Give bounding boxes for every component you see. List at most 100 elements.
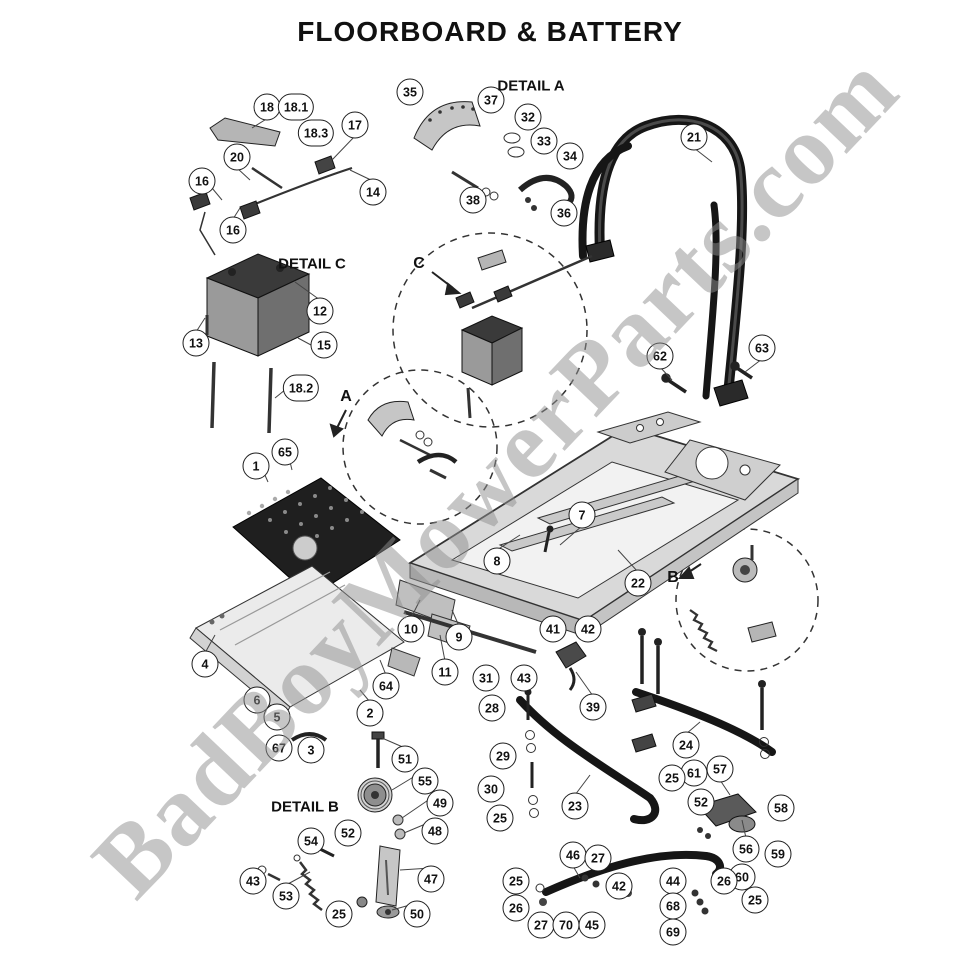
part-callout-27: 27 (527, 911, 555, 939)
part-callout-47: 47 (417, 865, 445, 893)
part-callout-25: 25 (502, 867, 530, 895)
part-callout-34: 34 (556, 142, 584, 170)
part-callout-38: 38 (459, 186, 487, 214)
part-callout-36: 36 (550, 199, 578, 227)
part-callout-56: 56 (732, 835, 760, 863)
part-callout-43: 43 (239, 867, 267, 895)
part-callout-23: 23 (561, 792, 589, 820)
section-letter-a: A (340, 388, 352, 405)
battery-holddown-drawing (189, 117, 353, 256)
part-callout-67: 67 (265, 734, 293, 762)
part-callout-50: 50 (403, 900, 431, 928)
part-callout-42: 42 (574, 615, 602, 643)
part-callout-11: 11 (431, 658, 459, 686)
part-callout-21: 21 (680, 123, 708, 151)
part-callout-27: 27 (584, 844, 612, 872)
detail-a-label: DETAIL A (497, 77, 565, 95)
part-callout-51: 51 (391, 745, 419, 773)
detail-arrows (329, 271, 702, 579)
battery-drawing (205, 253, 311, 434)
part-callout-55: 55 (411, 767, 439, 795)
part-callout-6: 6 (243, 686, 271, 714)
detail-b-inset-drawing (689, 545, 777, 653)
rollbar-bolts (661, 361, 753, 394)
part-callout-7: 7 (568, 501, 596, 529)
part-callout-18.1: 18.1 (277, 93, 315, 121)
detail-a-inset-drawing (367, 400, 458, 480)
part-callout-43: 43 (510, 664, 538, 692)
part-callout-58: 58 (767, 794, 795, 822)
part-callout-18.2: 18.2 (282, 374, 320, 402)
part-callout-31: 31 (472, 664, 500, 692)
part-callout-1: 1 (242, 452, 270, 480)
part-callout-15: 15 (310, 331, 338, 359)
part-callout-14: 14 (359, 178, 387, 206)
part-callout-64: 64 (372, 672, 400, 700)
part-callout-42: 42 (605, 872, 633, 900)
part-callout-57: 57 (706, 755, 734, 783)
part-callout-45: 45 (578, 911, 606, 939)
part-callout-26: 26 (502, 894, 530, 922)
section-letter-b: B (667, 569, 679, 586)
part-callout-59: 59 (764, 840, 792, 868)
part-callout-2: 2 (356, 699, 384, 727)
part-callout-20: 20 (223, 143, 251, 171)
part-callout-9: 9 (445, 623, 473, 651)
detail-circles (342, 232, 819, 672)
page-title: FLOORBOARD & BATTERY (297, 16, 683, 47)
floorboard-drawing (232, 477, 401, 598)
part-callout-62: 62 (646, 342, 674, 370)
part-callout-63: 63 (748, 334, 776, 362)
part-callout-25: 25 (741, 886, 769, 914)
part-callout-25: 25 (486, 804, 514, 832)
part-callout-3: 3 (297, 736, 325, 764)
part-callout-65: 65 (271, 438, 299, 466)
part-callout-18.3: 18.3 (297, 119, 335, 147)
part-callout-70: 70 (552, 911, 580, 939)
part-callout-41: 41 (539, 615, 567, 643)
part-callout-35: 35 (396, 78, 424, 106)
part-callout-30: 30 (477, 775, 505, 803)
part-callout-8: 8 (483, 547, 511, 575)
part-callout-18: 18 (253, 93, 281, 121)
detail-b-circle (675, 528, 819, 672)
part-callout-68: 68 (659, 892, 687, 920)
part-callout-49: 49 (426, 789, 454, 817)
detail-c-drawing (455, 249, 593, 419)
part-callout-61: 61 (680, 759, 708, 787)
part-callout-39: 39 (579, 693, 607, 721)
part-callout-54: 54 (297, 827, 325, 855)
part-callout-17: 17 (341, 111, 369, 139)
part-callout-28: 28 (478, 694, 506, 722)
part-callout-52: 52 (334, 819, 362, 847)
part-callout-69: 69 (659, 918, 687, 946)
part-callout-37: 37 (477, 86, 505, 114)
part-callout-33: 33 (530, 127, 558, 155)
part-callout-25: 25 (658, 764, 686, 792)
part-callout-22: 22 (624, 569, 652, 597)
frame-drawing (387, 411, 801, 677)
part-callout-5: 5 (263, 703, 291, 731)
part-callout-29: 29 (489, 742, 517, 770)
part-callout-13: 13 (182, 329, 210, 357)
part-callout-16: 16 (188, 167, 216, 195)
part-callout-53: 53 (272, 882, 300, 910)
section-letter-c: C (413, 255, 425, 272)
part-callout-24: 24 (672, 731, 700, 759)
detail-a-circle (342, 369, 498, 525)
part-callout-25: 25 (325, 900, 353, 928)
part-callout-48: 48 (421, 817, 449, 845)
latch-drawing (555, 641, 587, 691)
part-callout-46: 46 (559, 841, 587, 869)
roll-bar-drawing (578, 114, 749, 407)
part-callout-44: 44 (659, 867, 687, 895)
part-callout-52: 52 (687, 788, 715, 816)
part-callout-26: 26 (710, 867, 738, 895)
part-callout-10: 10 (397, 615, 425, 643)
part-callout-12: 12 (306, 297, 334, 325)
part-callout-32: 32 (514, 103, 542, 131)
detail-c-circle (392, 232, 588, 428)
part-callout-16: 16 (219, 216, 247, 244)
